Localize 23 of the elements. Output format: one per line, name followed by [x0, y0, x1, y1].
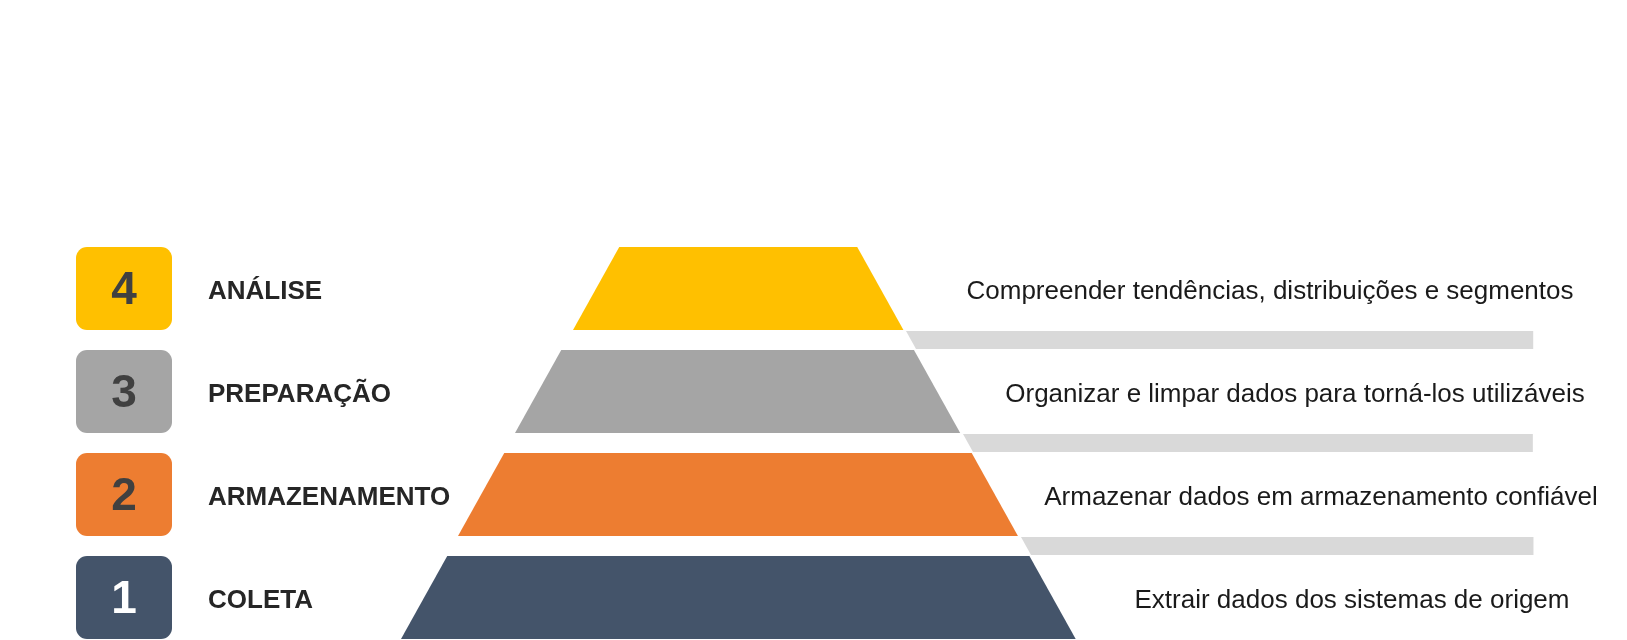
- step-number-tile: [76, 555, 172, 639]
- step-number: 4: [111, 265, 137, 311]
- pyramid-tier: [458, 452, 1018, 536]
- stage-description: Organizar e limpar dados para torná-los utilizáveis: [1005, 379, 1585, 409]
- step-number-tile: [76, 246, 172, 330]
- separator-bar: [963, 433, 1533, 452]
- step-number: 2: [111, 471, 137, 517]
- pyramid-tier: [572, 246, 904, 330]
- step-number-tile: [76, 349, 172, 433]
- step-number: 1: [111, 574, 137, 620]
- stage-name: ANÁLISE: [208, 276, 323, 306]
- stage-description: Compreender tendências, distribuições e segmentos: [966, 276, 1574, 306]
- stage-description: Extrair dados dos sistemas de origem: [1134, 585, 1570, 615]
- separator-bar: [905, 330, 1533, 349]
- pyramid-tier: [515, 349, 961, 433]
- stage-name: PREPARAÇÃO: [208, 379, 391, 409]
- pyramid-tier: [400, 555, 1076, 639]
- step-number: 3: [111, 368, 137, 414]
- stage-name: COLETA: [208, 585, 313, 615]
- stage-name: ARMAZENAMENTO: [208, 482, 451, 512]
- stage-description: Armazenar dados em armazenamento confiável: [1044, 482, 1598, 512]
- separator-bar: [1020, 536, 1533, 555]
- step-number-tile: [76, 452, 172, 536]
